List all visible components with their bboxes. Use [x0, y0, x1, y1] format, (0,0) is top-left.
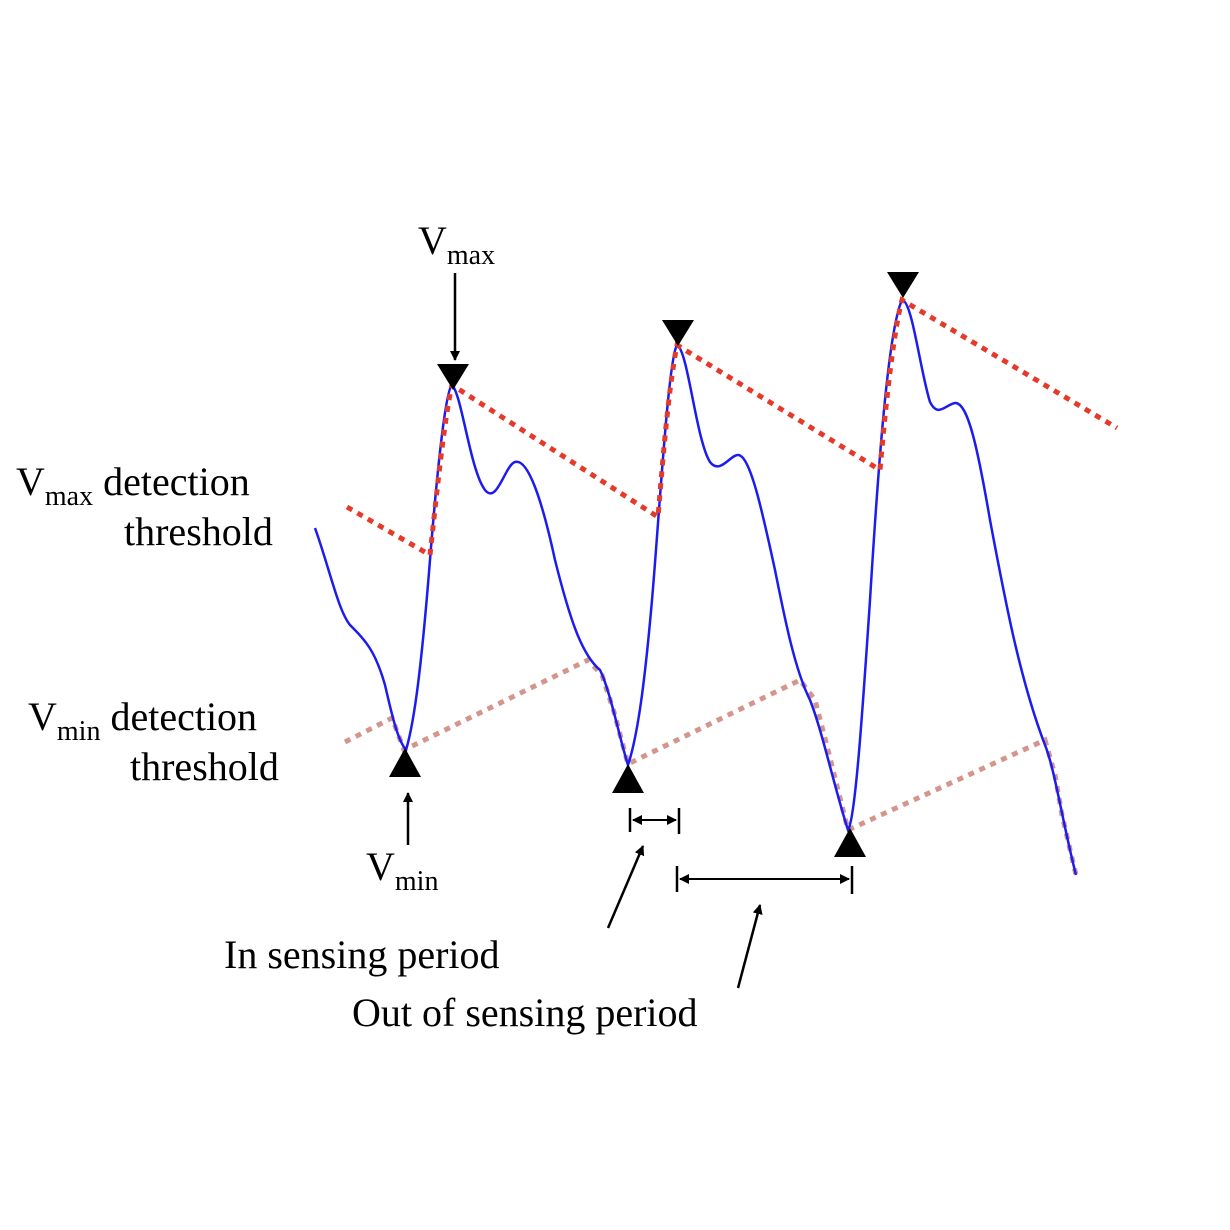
vmin-threshold-line [343, 656, 1079, 876]
vmin-marker-1 [389, 748, 421, 777]
in-sensing-pointer-arrow [606, 845, 645, 929]
out-sensing-label: Out of sensing period [352, 990, 698, 1035]
in-sensing-label: In sensing period [224, 932, 500, 977]
in-sensing-span [628, 808, 681, 834]
signal-waveform [313, 298, 1078, 876]
vmax-markers [437, 272, 919, 390]
vmax-marker-1 [437, 364, 469, 390]
vmax-marker-3 [887, 272, 919, 298]
vmax-threshold-line [345, 296, 1119, 560]
vmin-label: Vmin [366, 844, 438, 897]
vmin-threshold-label: Vmin detection threshold [28, 694, 279, 789]
out-sensing-span [675, 866, 854, 894]
vmin-marker-3 [834, 828, 866, 857]
vmax-label: Vmax [418, 218, 495, 271]
out-sensing-pointer-arrow [736, 904, 763, 989]
vmin-marker-2 [612, 764, 644, 793]
vmin-markers [389, 748, 866, 857]
vmax-marker-2 [662, 320, 694, 346]
vmax-threshold-label: Vmax detection threshold [16, 459, 273, 554]
